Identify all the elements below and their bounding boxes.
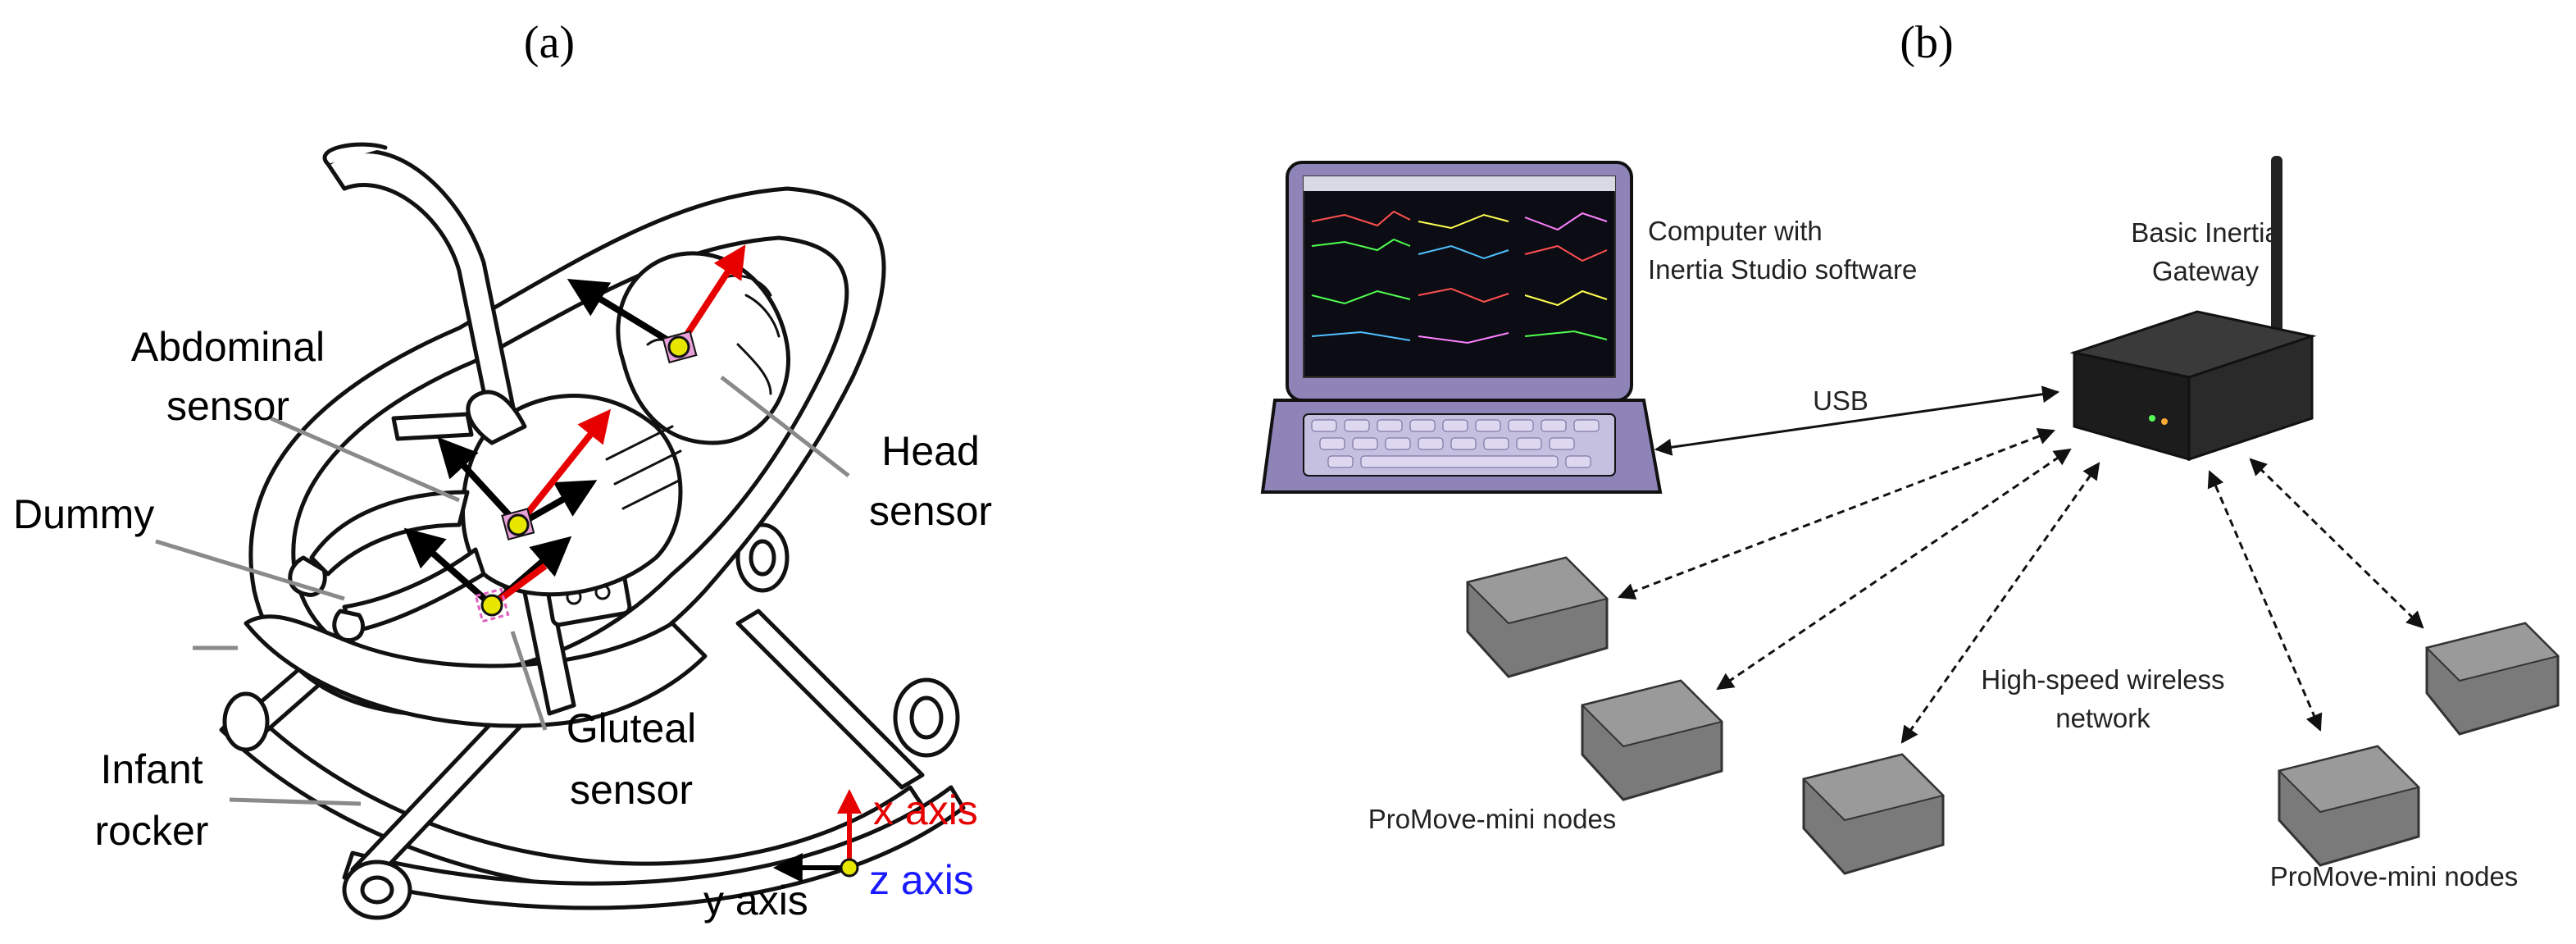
sensor-node-4 (2278, 745, 2420, 867)
head-sensor-marker (567, 244, 746, 364)
infant-rocker-label-line2: rocker (95, 808, 209, 854)
network-label-line2: network (2055, 703, 2150, 733)
panel-b-label: (b) (1900, 17, 1953, 68)
gateway-label-line1: Basic Inertia (2131, 217, 2280, 248)
connections (1618, 385, 2424, 744)
sensor-node-5 (2425, 622, 2560, 736)
axis-legend: x axis z axis y axis (703, 787, 978, 923)
sensor-node-2 (1581, 679, 1723, 801)
y-axis-label: y axis (703, 878, 808, 923)
gluteal-sensor-label-line1: Gluteal (567, 705, 696, 751)
sensor-node-3 (1802, 753, 1945, 875)
abdominal-sensor-label-line1: Abdominal (131, 324, 325, 370)
sensor-node-1 (1466, 556, 1609, 678)
network-label-line1: High-speed wireless (1981, 664, 2224, 695)
abdominal-sensor-label-line2: sensor (166, 383, 289, 429)
gluteal-sensor-marker (403, 527, 572, 623)
gateway-label-line2: Gateway (2152, 256, 2260, 286)
gateway-icon (2069, 156, 2317, 462)
computer-label-line1: Computer with (1648, 216, 1823, 246)
z-axis-label: z axis (869, 857, 974, 903)
leader-lines (155, 376, 850, 806)
panel-a-label: (a) (524, 17, 575, 68)
laptop-icon (1260, 161, 1663, 494)
dummy-label: Dummy (13, 491, 154, 537)
panel-a: (a) (13, 17, 992, 923)
usb-label: USB (1813, 385, 1868, 416)
head-sensor-label-line2: sensor (869, 488, 992, 534)
nodes-label-left: ProMove-mini nodes (1368, 804, 1617, 834)
gluteal-sensor-label-line2: sensor (570, 767, 693, 813)
infant-rocker-label-line1: Infant (100, 746, 203, 792)
abdominal-sensor-marker (437, 408, 611, 540)
panel-b: (b) (1260, 17, 2560, 892)
computer-label-line2: Inertia Studio software (1648, 254, 1917, 285)
nodes-label-right: ProMove-mini nodes (2270, 861, 2519, 892)
x-axis-label: x axis (873, 787, 978, 833)
head-sensor-label-line1: Head (881, 428, 980, 474)
